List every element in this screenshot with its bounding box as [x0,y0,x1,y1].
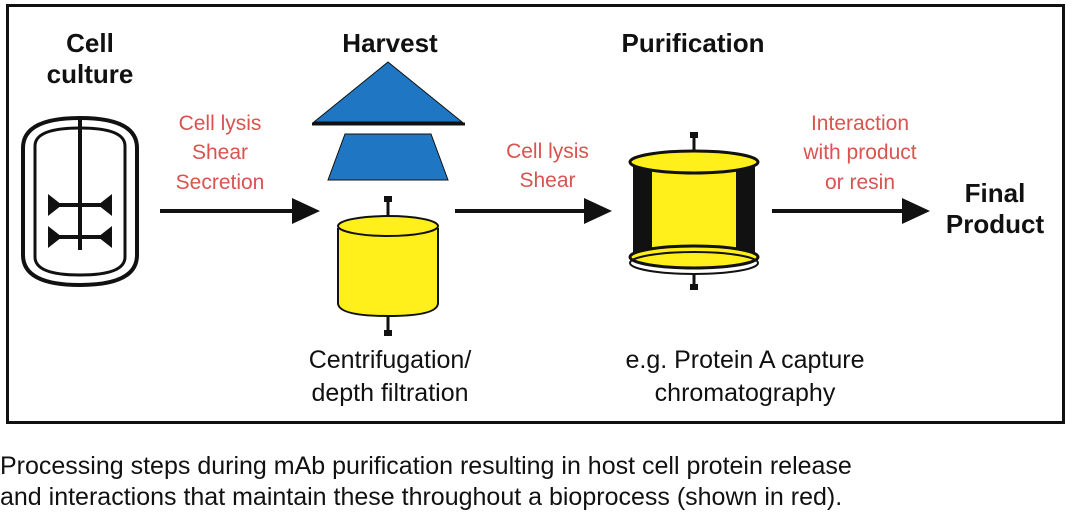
purification-method-note: e.g. Protein A capture chromatography [580,344,910,409]
chromatography-column-icon [628,132,760,290]
stage-final-product-label: Final Product [925,178,1065,240]
arrow-icon [160,198,320,224]
transition-text: Shear [519,169,576,193]
note-text: chromatography [654,378,836,407]
note-text: Centrifugation/ [308,346,472,374]
arrow-icon [772,198,930,224]
diagram-frame [6,4,1065,424]
stage-cell-culture-line-2: culture [46,59,134,90]
arrow-icon [455,198,612,224]
stage-cell-culture-label: Cell culture [30,28,150,90]
transition-text: with product [803,141,917,165]
transition-text: Cell lysis [506,140,589,163]
transition-culture-harvest-label: Cell lysis Shear Secretion [150,109,290,197]
transition-purification-product-label: Interaction with product or resin [780,109,940,197]
stage-final-product-line-2: Product [945,209,1045,240]
caption-line-1: Processing steps during mAb purification… [0,452,852,480]
transition-text: or resin [824,170,896,194]
harvest-method-note: Centrifugation/ depth filtration [260,344,520,409]
stage-final-product-line-1: Final [964,178,1026,208]
bioreactor-icon [21,115,139,288]
transition-text: Interaction [810,112,910,135]
centrifuge-icon [312,61,465,181]
transition-text: Shear [191,141,249,165]
transition-text: Cell lysis [178,112,262,135]
stage-cell-culture-line-1: Cell [66,28,114,58]
stage-harvest-label: Harvest [342,28,438,58]
transition-text: Secretion [175,170,265,194]
depth-filter-icon [337,196,439,336]
figure-caption: Processing steps during mAb purification… [0,451,1080,514]
transition-harvest-purification-label: Cell lysis Shear [480,137,615,196]
note-text: depth filtration [311,378,469,407]
stage-purification-label: Purification [621,28,765,58]
caption-line-2: and interactions that maintain these thr… [0,483,843,512]
note-text: e.g. Protein A capture [625,346,865,374]
